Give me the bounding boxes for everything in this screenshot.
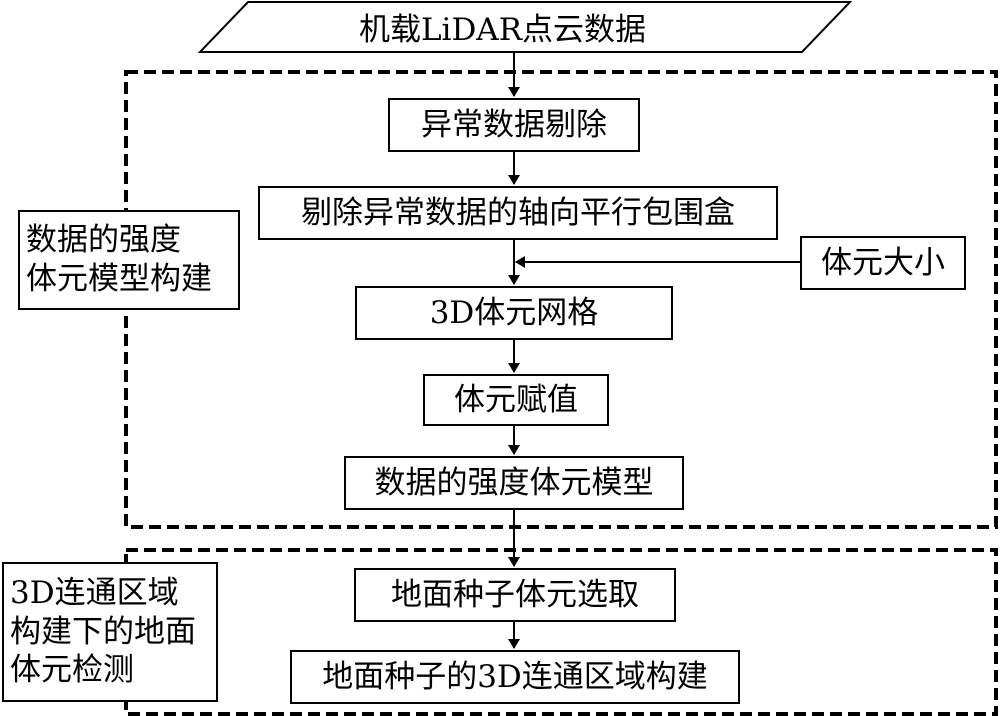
voxel-size-label: 体元大小 xyxy=(821,244,945,281)
voxel-size-box: 体元大小 xyxy=(800,236,966,290)
step-intensity-model-label: 数据的强度体元模型 xyxy=(374,464,654,501)
group2-label-box: 3D连通区域 构建下的地面 体元检测 xyxy=(2,562,218,702)
step-voxel-assign-label: 体元赋值 xyxy=(454,381,578,418)
step-voxel-grid-label: 3D体元网格 xyxy=(429,294,599,331)
step-region-build-label: 地面种子的3D连通区域构建 xyxy=(322,658,708,695)
group2-label-line-2: 构建下的地面 xyxy=(10,613,196,650)
step-remove-outliers-label: 异常数据剔除 xyxy=(421,106,607,143)
input-label: 机载LiDAR点云数据 xyxy=(358,11,647,48)
group1-label-line-1: 数据的强度 xyxy=(26,222,181,259)
step-intensity-model: 数据的强度体元模型 xyxy=(344,456,684,510)
group2-label-line-3: 体元检测 xyxy=(10,652,134,689)
group2-label-line-1: 3D连通区域 xyxy=(10,574,179,611)
step-seed-select-label: 地面种子体元选取 xyxy=(391,576,639,613)
group1-label-box: 数据的强度 体元模型构建 xyxy=(18,210,240,310)
step-bounding-box-label: 剔除异常数据的轴向平行包围盒 xyxy=(301,194,735,231)
step-voxel-grid: 3D体元网格 xyxy=(355,286,673,340)
step-seed-select: 地面种子体元选取 xyxy=(354,568,676,622)
step-bounding-box: 剔除异常数据的轴向平行包围盒 xyxy=(258,186,778,240)
step-region-build: 地面种子的3D连通区域构建 xyxy=(290,650,740,704)
group1-label-line-2: 体元模型构建 xyxy=(26,261,212,297)
input-parallelogram xyxy=(197,1,853,53)
step-remove-outliers: 异常数据剔除 xyxy=(388,98,640,152)
step-voxel-assign: 体元赋值 xyxy=(423,374,609,426)
